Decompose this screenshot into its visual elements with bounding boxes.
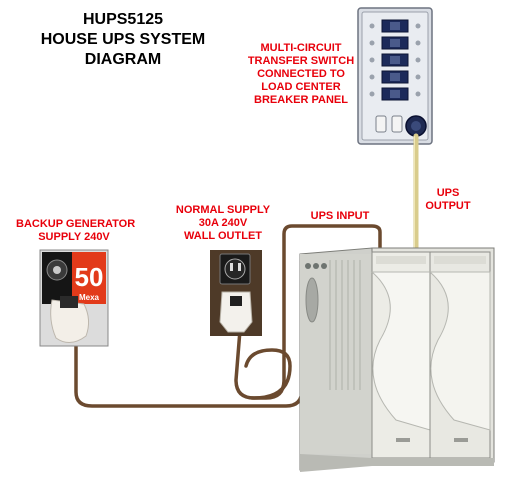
normal-supply-cable-loop	[234, 328, 292, 400]
ups-display-panel	[305, 277, 319, 323]
ups-vent-grille	[329, 260, 361, 390]
transfer-switch-label: MULTI-CIRCUIT TRANSFER SWITCH CONNECTED …	[247, 42, 355, 106]
switch-screw-holes	[369, 23, 421, 97]
normal-supply-label: NORMAL SUPPLY 30A 240V WALL OUTLET	[175, 204, 271, 242]
generator-rating-number: 50	[75, 262, 104, 292]
title-system: HOUSE UPS SYSTEM	[40, 31, 206, 48]
generator-brand-text: Mexa	[79, 293, 100, 302]
ups-input-label: UPS INPUT	[310, 210, 370, 222]
inlet-slot	[375, 115, 387, 133]
diagram-title: HUPS5125 HOUSE UPS SYSTEM DIAGRAM	[18, 10, 228, 70]
wall-outlet-photo	[210, 250, 262, 336]
circuit-switch-bank	[381, 19, 409, 101]
ups-output-label: UPS OUTPUT	[425, 187, 471, 212]
transfer-switch	[357, 7, 433, 145]
generator-label: BACKUP GENERATOR SUPPLY 240V	[16, 218, 136, 243]
ups-input-cable	[250, 224, 382, 400]
title-diagram: DIAGRAM	[84, 51, 162, 68]
ups-indicator-leds	[305, 263, 327, 269]
ups-unit	[299, 247, 495, 472]
title-model: HUPS5125	[82, 11, 164, 28]
backup-generator-panel: 50 Mexa	[39, 249, 109, 347]
